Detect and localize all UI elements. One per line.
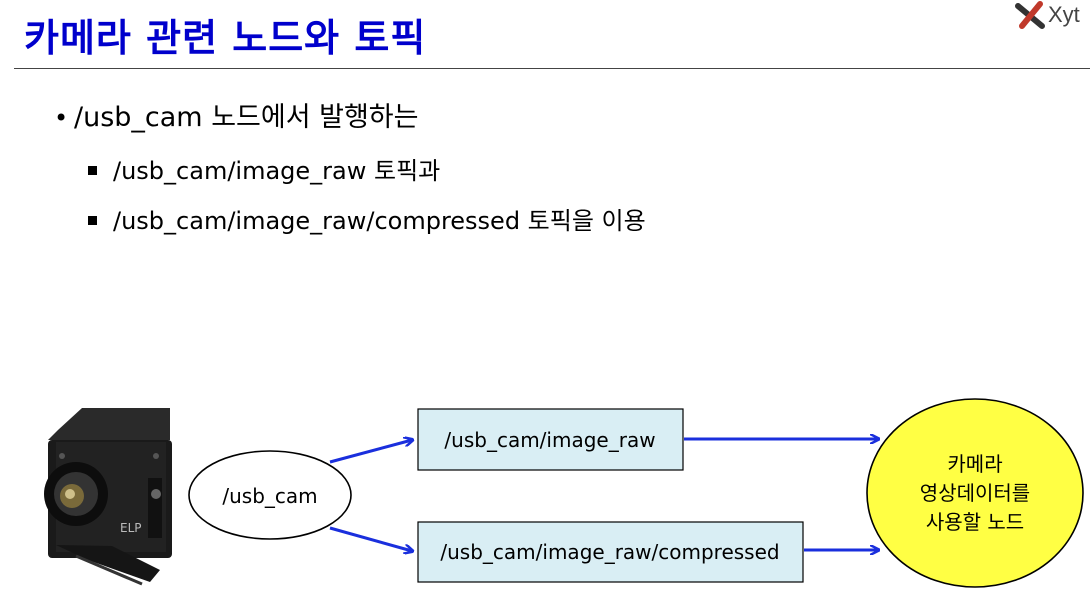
sub-bullet-1-text: /usb_cam/image_raw 토픽과 [113, 157, 441, 185]
camera-brand-label: ELP [120, 521, 142, 535]
logo-text: Xyt [1048, 2, 1080, 27]
source-node-label: /usb_cam [222, 484, 317, 508]
slide-title: 카메라 관련 노드와 토픽 [24, 16, 427, 60]
sub-bullet-square [88, 215, 97, 225]
bullet-main: •/usb_cam 노드에서 발행하는 [54, 98, 419, 138]
xytron-logo: Xyt [1014, 0, 1090, 40]
bullet-dot: • [54, 104, 69, 132]
arrow-source-to-compressed [329, 526, 412, 551]
topic-compressed-label: /usb_cam/image_raw/compressed [440, 540, 779, 564]
bullet-main-text: /usb_cam 노드에서 발행하는 [74, 102, 419, 133]
target-node-line-1: 카메라 [947, 452, 1002, 476]
sub-bullet-square [88, 165, 97, 175]
sub-bullet-2: /usb_cam/image_raw/compressed 토픽을 이용 [88, 204, 646, 238]
target-node-line-3: 사용할 노드 [926, 510, 1024, 534]
sub-bullet-2-text: /usb_cam/image_raw/compressed 토픽을 이용 [113, 207, 646, 235]
sub-bullet-1: /usb_cam/image_raw 토픽과 [88, 154, 440, 188]
title-divider [14, 68, 1090, 69]
target-node: 카메라 영상데이터를 사용할 노드 [866, 398, 1084, 588]
target-node-line-2: 영상데이터를 [920, 481, 1030, 505]
topic-box-image-raw: /usb_cam/image_raw [417, 408, 684, 471]
topic-box-compressed: /usb_cam/image_raw/compressed [417, 521, 804, 583]
source-node: /usb_cam [188, 450, 352, 540]
xytron-logo-icon [1015, 1, 1045, 29]
arrow-source-to-image-raw [329, 440, 412, 464]
camera-icon: ELP [44, 408, 172, 586]
topic-image-raw-label: /usb_cam/image_raw [444, 428, 655, 452]
